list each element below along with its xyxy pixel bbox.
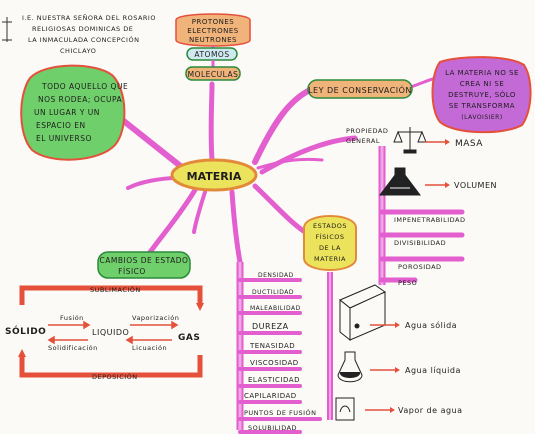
- prop-elasticidad: ELASTICIDAD: [248, 376, 300, 384]
- state-liquid: LIQUIDO: [92, 328, 129, 337]
- prop-peso: PESO: [398, 279, 417, 287]
- changes-title-1: CAMBIOS DE ESTADO: [100, 256, 189, 265]
- definition-text: TODO AQUELLO QUE NOS RODEA; OCUPA UN LUG…: [34, 82, 128, 143]
- changes-title-box: [97, 251, 191, 279]
- label-liquefaction: Licuación: [132, 344, 167, 352]
- center-node: [170, 158, 258, 192]
- branch-composition: [208, 81, 215, 163]
- states-title-2: FÍSICOS: [316, 232, 345, 241]
- prop-porosidad: POROSIDAD: [398, 263, 442, 271]
- states-title-1: ESTADOS: [313, 222, 347, 230]
- conservation-title: LEY DE CONSERVACIÓN: [308, 84, 412, 95]
- conservation-line-2: CREA NI SE: [460, 80, 505, 88]
- flask-icon: [379, 167, 421, 196]
- state-gas: GAS: [178, 333, 200, 343]
- branch-specific: [229, 189, 243, 265]
- conservation-box: [307, 79, 413, 99]
- conservation-statement: LA MATERIA NO SE CREA NI SE DESTRUYE, SÓ…: [445, 69, 519, 121]
- state-vapor: Vapor de agua: [398, 406, 463, 415]
- prop-divisibilidad: DIVISIBILIDAD: [394, 239, 446, 247]
- conservation-line-1: LA MATERIA NO SE: [445, 69, 519, 77]
- state-liquid-water: Agua líquida: [405, 366, 461, 375]
- composition-group: PROTONES ELECTRONES NEUTRONES ATOMOS MOL…: [175, 13, 251, 81]
- state-solid-water: Agua sólida: [405, 320, 457, 330]
- conservation-line-4: SE TRANSFORMA: [449, 102, 515, 110]
- particles-box: [175, 13, 251, 47]
- school-line-1: I.E. NUESTRA SEÑORA DEL ROSARIO: [22, 13, 156, 22]
- general-title-1: PROPIEDAD: [346, 127, 388, 135]
- school-line-2: RELIGIOSAS DOMINICAS DE: [32, 25, 133, 33]
- general-branches: [379, 209, 465, 283]
- branch-definition: [117, 115, 186, 171]
- definition-bubble: [20, 64, 126, 161]
- branch-changes: [145, 187, 198, 258]
- school-line-4: CHICLAYO: [60, 47, 96, 55]
- prop-capilaridad: CAPILARIDAD: [244, 392, 297, 400]
- prop-dureza: DUREZA: [252, 322, 289, 331]
- definition-line-3: UN LUGAR Y UN: [34, 108, 100, 117]
- balance-icon: [393, 127, 427, 154]
- prop-ductilidad: DUCTILIDAD: [252, 289, 294, 296]
- center-label: MATERIA: [187, 170, 242, 183]
- branch-general: [259, 135, 358, 175]
- molecules-box: [185, 66, 241, 81]
- particle-electrons: ELECTRONES: [187, 27, 238, 35]
- prop-puntos-fusion: PUNTOS DE FUSIÓN: [244, 408, 317, 417]
- conservation-line-3: DESTRUYE, SÓLO: [448, 90, 516, 99]
- states-group: ESTADOS FÍSICOS DE LA MATERIA Agua sólid…: [303, 215, 463, 421]
- liquid-flask-icon: [337, 351, 363, 383]
- vapor-icon: [335, 397, 355, 421]
- branch-whisker-left: [126, 176, 180, 190]
- label-deposition: DEPOSICIÓN: [92, 372, 138, 381]
- school-header: I.E. NUESTRA SEÑORA DEL ROSARIO RELIGIOS…: [22, 13, 156, 55]
- changes-arrows: [47, 320, 179, 345]
- prop-viscosidad: VISCOSIDAD: [250, 359, 299, 367]
- corner-doodle-icon: [2, 17, 12, 42]
- definition-line-4: ESPACIO EN: [36, 121, 86, 130]
- branch-conservation: [252, 87, 313, 165]
- prop-volumen: VOLUMEN: [454, 181, 497, 190]
- branch-states: [252, 183, 308, 235]
- conservation-line-5: (LAVOISIER): [461, 114, 502, 121]
- particle-neutrons: NEUTRONES: [189, 36, 237, 44]
- states-title-3: DE LA: [319, 244, 341, 252]
- prop-tenasidad: TENASIDAD: [249, 342, 295, 350]
- label-vaporization: Vaporización: [132, 314, 179, 322]
- atoms-label: ATOMOS: [194, 50, 229, 59]
- definition-line-5: EL UNIVERSO: [36, 134, 92, 143]
- changes-frame: [19, 285, 203, 378]
- particle-protons: PROTONES: [192, 18, 235, 26]
- molecules-label: MOLECULAS: [188, 70, 239, 79]
- general-properties: PROPIEDAD GENERAL MASA VOLUMEN: [346, 127, 497, 287]
- school-line-3: LA INMACULADA CONCEPCIÓN: [28, 35, 139, 44]
- general-title-2: GENERAL: [346, 137, 380, 145]
- prop-impenetrabilidad: IMPENETRABILIDAD: [394, 216, 465, 224]
- prop-masa: MASA: [455, 139, 483, 149]
- changes-group: CAMBIOS DE ESTADO FÍSICO SUBLIMACIÓN DEP…: [5, 251, 204, 381]
- definition-line-1: TODO AQUELLO QUE: [41, 82, 128, 91]
- branch-whisker-bottom: [192, 190, 207, 234]
- states-box: [303, 215, 357, 271]
- states-title-4: MATERIA: [314, 255, 346, 263]
- label-fusion: Fusión: [60, 314, 84, 322]
- ice-block-icon: [339, 284, 387, 342]
- changes-title-2: FÍSICO: [118, 267, 146, 276]
- label-solidification: Solidificación: [48, 344, 98, 352]
- label-sublimation: SUBLIMACIÓN: [90, 285, 141, 294]
- specific-properties: DENSIDAD DUCTILIDAD MALEABILIDAD DUREZA …: [236, 262, 322, 434]
- branch-whisker-right: [256, 157, 324, 170]
- conservation-statement-bubble: [431, 56, 532, 134]
- state-solid: SÓLIDO: [5, 325, 46, 337]
- definition-line-2: NOS RODEA; OCUPA: [38, 95, 123, 104]
- prop-solubilidad: SOLUBILIDAD: [248, 424, 297, 432]
- prop-densidad: DENSIDAD: [258, 272, 294, 279]
- prop-maleabilidad: MALEABILIDAD: [250, 305, 301, 312]
- specific-branches: [238, 278, 322, 434]
